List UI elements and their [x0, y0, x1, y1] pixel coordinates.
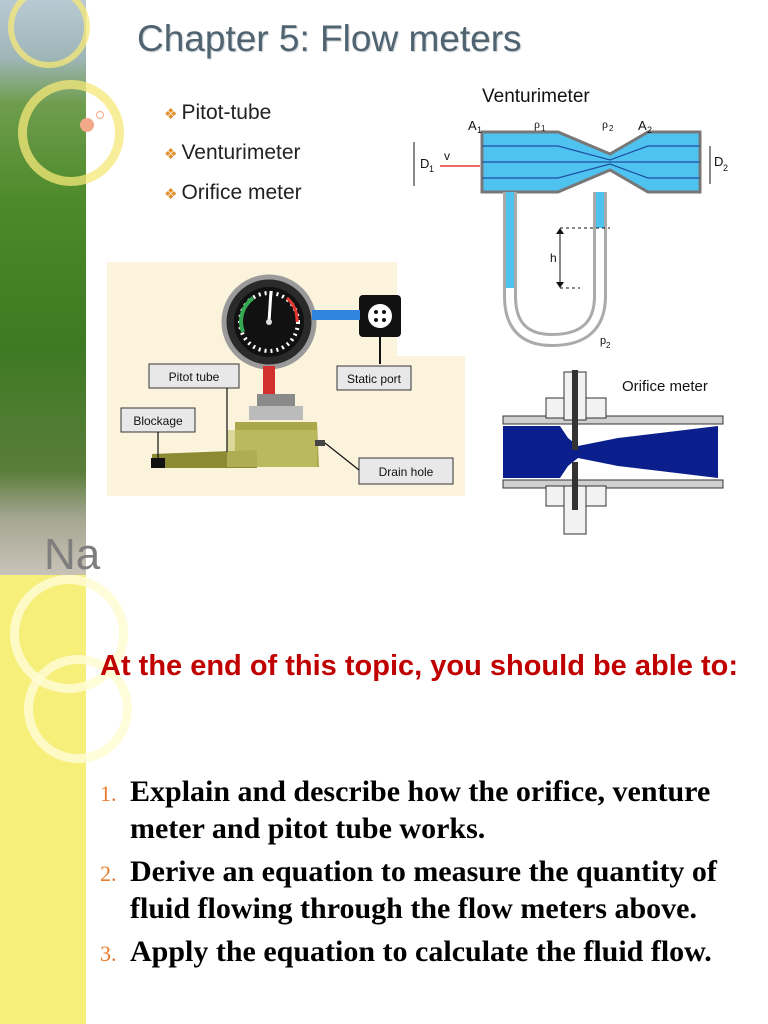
- decorative-bubble: [80, 118, 94, 132]
- pitot-tube-diagram: Pitot tube Static port Blockage Drain ho…: [107, 262, 465, 496]
- list-item: 2. Derive an equation to measure the qua…: [100, 855, 717, 925]
- diamond-bullet-icon: ❖: [164, 186, 178, 203]
- svg-text:A: A: [468, 118, 477, 133]
- flow-meter-list: ❖Pitot-tube ❖Venturimeter ❖Orifice meter: [164, 100, 302, 220]
- svg-text:1: 1: [541, 124, 546, 133]
- diamond-bullet-icon: ❖: [164, 146, 178, 163]
- svg-text:h: h: [550, 251, 557, 265]
- slide-title: Chapter 5: Flow meters: [137, 18, 522, 59]
- svg-text:1: 1: [477, 125, 482, 135]
- orifice-meter-label: Orifice meter: [622, 378, 708, 395]
- drain-hole-callout: Drain hole: [379, 465, 434, 479]
- venturimeter-diagram: h A 1 A 2 ρ 1 ρ 2 D 1 v D 2 p 2: [413, 117, 728, 350]
- svg-text:2: 2: [723, 163, 728, 173]
- svg-text:A: A: [638, 118, 647, 133]
- pitot-tube-callout: Pitot tube: [169, 370, 220, 384]
- learning-objectives-heading: At the end of this topic, you should be …: [100, 650, 738, 682]
- svg-text:D: D: [420, 156, 429, 171]
- diamond-bullet-icon: ❖: [164, 106, 178, 123]
- venturimeter-label: Venturimeter: [482, 86, 590, 107]
- svg-text:ρ: ρ: [534, 117, 540, 131]
- svg-text:1: 1: [429, 164, 434, 174]
- svg-text:v: v: [444, 149, 450, 163]
- decorative-bubble: [96, 111, 104, 119]
- list-item: 3. Apply the equation to calculate the f…: [100, 933, 765, 970]
- objectives-list: 1. Explain and describe how the orifice,…: [100, 773, 765, 976]
- decorative-ring: [24, 655, 132, 763]
- svg-text:2: 2: [609, 124, 614, 133]
- svg-text:2: 2: [606, 341, 611, 350]
- partial-next-slide-text: Na: [44, 530, 101, 575]
- list-number: 3.: [100, 941, 117, 966]
- list-number: 2.: [100, 861, 117, 886]
- svg-text:2: 2: [647, 125, 652, 135]
- list-number: 1.: [100, 781, 117, 806]
- slide-1: Na Chapter 5: Flow meters ❖Pitot-tube ❖V…: [0, 0, 729, 575]
- list-item: ❖Orifice meter: [164, 181, 302, 204]
- list-item: ❖Venturimeter: [164, 141, 301, 164]
- slide-2: At the end of this topic, you should be …: [0, 575, 768, 1024]
- list-item: 1. Explain and describe how the orifice,…: [100, 775, 711, 845]
- static-port-callout: Static port: [347, 372, 402, 386]
- blockage-callout: Blockage: [133, 414, 183, 428]
- svg-text:ρ: ρ: [602, 117, 608, 131]
- decorative-ring: [8, 0, 90, 68]
- svg-text:p: p: [600, 335, 606, 347]
- orifice-meter-diagram: [502, 370, 724, 535]
- decorative-ring: [18, 80, 124, 186]
- svg-text:D: D: [714, 154, 723, 169]
- list-item: ❖Pitot-tube: [164, 101, 272, 124]
